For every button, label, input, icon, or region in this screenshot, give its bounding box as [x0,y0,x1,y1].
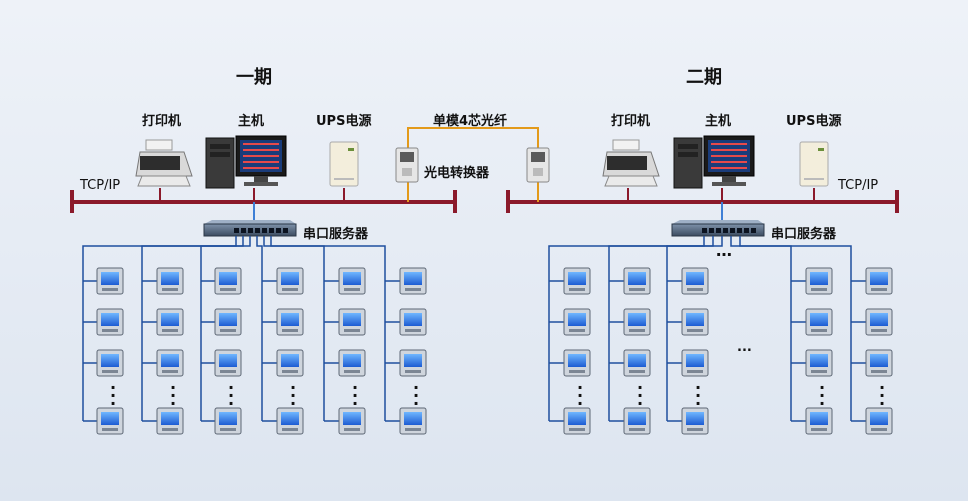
column-ellipsis: · · · [413,378,420,413]
power-meter [399,349,427,377]
serial-server-switch [203,220,297,237]
power-meter [96,308,124,336]
serial-server-switch [671,220,765,237]
rs485-feed [608,236,714,421]
right-host-label: 主机 [705,114,732,129]
optical-converter [526,147,550,183]
power-meter [156,407,184,435]
power-meter [214,349,242,377]
power-meter [865,308,893,336]
column-ellipsis: · · · [170,378,177,413]
power-meter [865,349,893,377]
power-meter [563,308,591,336]
rs485-feed [256,236,263,421]
power-meter [623,407,651,435]
phase-one-title: 一期 [236,67,272,88]
power-meter [338,267,366,295]
power-meter [865,407,893,435]
converter-label: 光电转换器 [424,166,490,181]
rs485-feed [270,236,386,421]
power-meter [276,407,304,435]
power-meter [96,407,124,435]
ups-power-supply [329,141,359,187]
power-meter [563,407,591,435]
left-host-label: 主机 [238,114,265,129]
rs485-feed [739,236,852,421]
left-printer-label: 打印机 [142,114,182,129]
power-meter [623,267,651,295]
power-meter [338,407,366,435]
ups-power-supply [799,141,829,187]
power-meter [276,267,304,295]
power-meter [338,349,366,377]
power-meter [214,308,242,336]
switch-port-ellipsis: … [716,241,732,260]
phase-two-title: 二期 [686,67,722,88]
column-ellipsis: · · · [290,378,297,413]
column-ellipsis: · · · [228,378,235,413]
rs485-feed [141,236,244,421]
column-ellipsis: · · · [819,378,826,413]
power-meter [623,349,651,377]
power-meter [563,349,591,377]
power-meter [96,267,124,295]
power-meter [156,267,184,295]
printer [602,139,660,187]
power-meter [805,267,833,295]
fiber-label: 单模4芯光纤 [433,114,508,129]
power-meter [805,349,833,377]
left-ups-label: UPS电源 [316,114,372,129]
power-meter [399,267,427,295]
power-meter [681,308,709,336]
power-meter [805,407,833,435]
power-meter [276,308,304,336]
power-meter [338,308,366,336]
column-ellipsis: · · · [879,378,886,413]
rs485-feed [666,236,723,421]
power-meter [399,308,427,336]
right-printer-label: 打印机 [611,114,651,129]
power-meter [156,349,184,377]
right-server-label: 串口服务器 [771,227,837,242]
power-meter [156,308,184,336]
rs485-feed [730,236,792,421]
column-ellipsis: · · · [637,378,644,413]
power-meter [276,349,304,377]
power-meter [214,267,242,295]
power-meter [681,349,709,377]
rs485-feed [200,236,251,421]
printer [135,139,193,187]
left-server-label: 串口服务器 [303,227,369,242]
optical-converter [395,147,419,183]
power-meter [681,407,709,435]
column-ellipsis: · · · [695,378,702,413]
power-meter [623,308,651,336]
right-tcpip-label: TCP/IP [838,178,879,193]
power-meter [399,407,427,435]
column-ellipsis: · · · [110,378,117,413]
host-computer [673,135,755,189]
power-meter [681,267,709,295]
right-ups-label: UPS电源 [786,114,842,129]
power-meter [865,267,893,295]
column-ellipsis: · · · [352,378,359,413]
left-tcpip-label: TCP/IP [80,178,121,193]
power-meter [563,267,591,295]
power-meter [805,308,833,336]
column-ellipsis: · · · [577,378,584,413]
host-computer [205,135,287,189]
power-meter [96,349,124,377]
power-meter [214,407,242,435]
meter-gap-ellipsis: ... [737,340,752,355]
